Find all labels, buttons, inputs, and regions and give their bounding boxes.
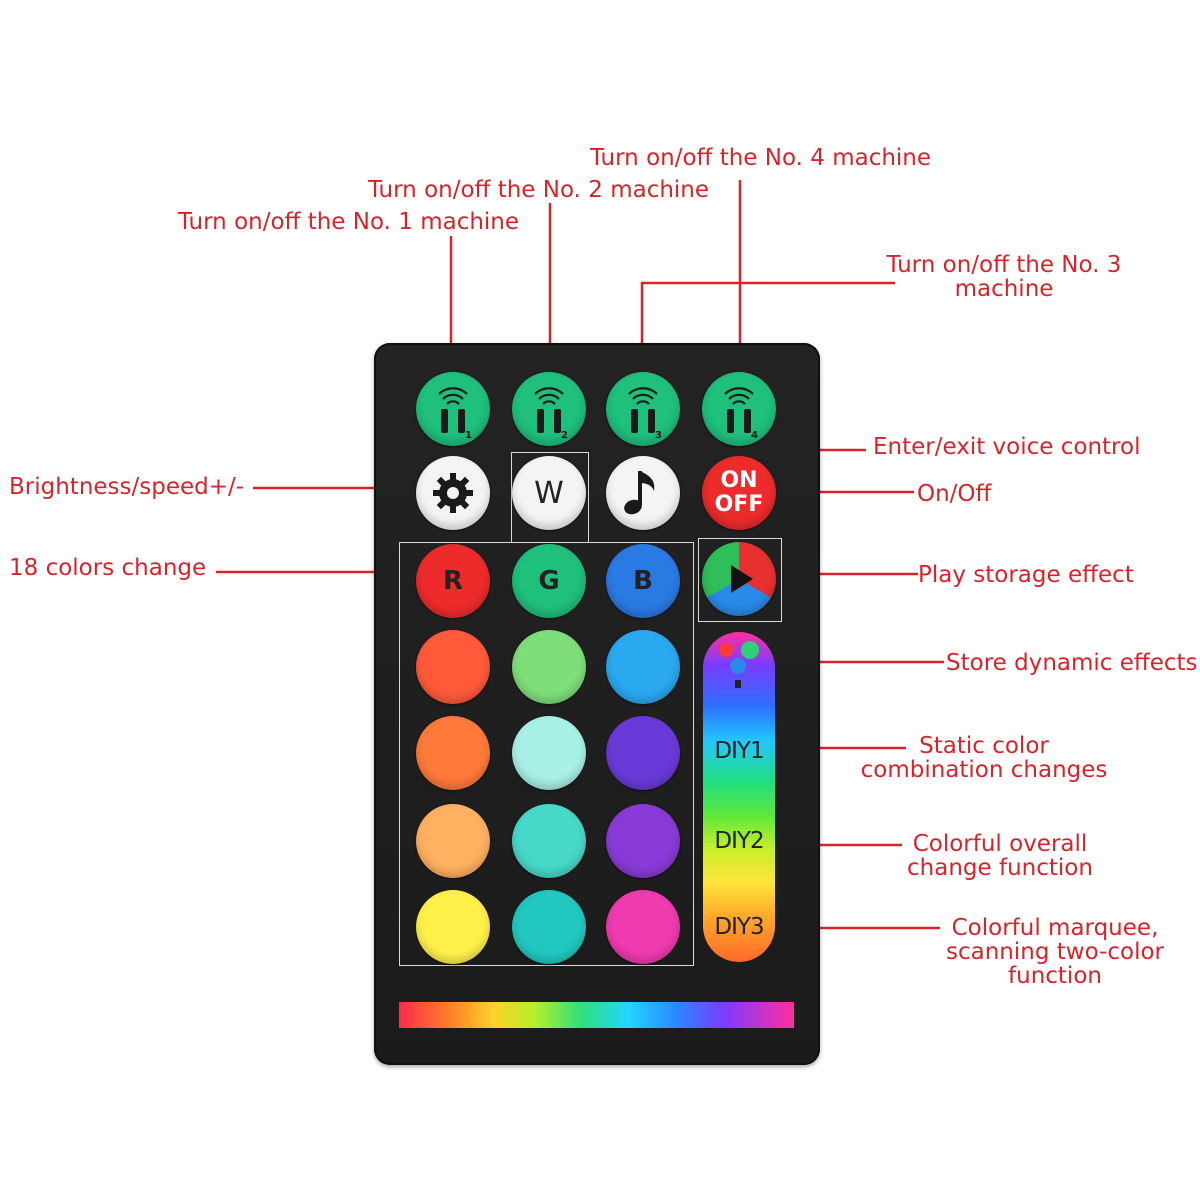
red-button[interactable]: R [416,544,490,618]
color-button[interactable] [606,804,680,878]
color-button[interactable] [512,890,586,964]
machine-2-button[interactable]: 2 [512,372,586,446]
white-button[interactable]: W [512,456,586,530]
color-button[interactable] [512,716,586,790]
color-button[interactable] [416,716,490,790]
music-note-icon [624,471,655,515]
color-button[interactable] [606,630,680,704]
label-diy3: Colorful marquee, scanning two-color fun… [940,916,1170,988]
brightness-speed-button[interactable] [416,456,490,530]
color-grid-outline [399,542,694,966]
color-button[interactable] [606,890,680,964]
label-diy2-line1: Colorful overall [912,831,1088,857]
color-button[interactable] [416,804,490,878]
label-diy2-line2: change function [907,855,1093,881]
play-icon [731,565,753,593]
label-onoff: On/Off [917,481,992,507]
machine-number: 1 [465,430,472,440]
machine-4-button[interactable]: 4 [702,372,776,446]
machine-number: 4 [751,430,758,440]
label-diy1-line2: combination changes [860,757,1108,783]
power-on-text: ON [720,468,758,493]
label-store: Store dynamic effects [946,650,1198,676]
play-storage-button[interactable] [702,542,776,616]
diy1-button[interactable]: DIY1 [714,738,764,764]
label-diy1: Static color combination changes [854,734,1114,782]
color-button[interactable] [512,804,586,878]
color-button[interactable] [512,630,586,704]
machine-icon: 4 [724,387,758,440]
machine-number: 2 [561,430,568,440]
label-machine3-line1: Turn on/off the No. 3 [886,252,1122,278]
w-button-outline [511,452,589,543]
label-voice: Enter/exit voice control [873,434,1141,460]
machine-3-button[interactable]: 3 [606,372,680,446]
gear-icon [433,473,473,513]
machine-1-button[interactable]: 1 [416,372,490,446]
label-diy2: Colorful overall change function [890,832,1110,880]
color-button[interactable] [416,890,490,964]
leader-machine3 [640,281,895,372]
store-dynamic-icon[interactable] [711,636,767,696]
green-button[interactable]: G [512,544,586,618]
rainbow-strip [399,1002,794,1028]
label-colors18: 18 colors change [9,555,207,581]
machine-icon: 2 [534,387,568,440]
color-button[interactable] [606,716,680,790]
label-diy1-line1: Static color [919,733,1049,759]
power-button[interactable]: ON OFF [702,456,776,530]
voice-control-button[interactable] [606,456,680,530]
diy3-button[interactable]: DIY3 [714,914,764,940]
power-off-text: OFF [714,492,764,517]
label-brightness: Brightness/speed+/- [9,474,245,500]
label-diy3-line1: Colorful marquee, [951,915,1159,941]
label-diy3-line2: scanning two-color [945,939,1165,965]
blue-button[interactable]: B [606,544,680,618]
label-diy3-line3: function [1008,963,1102,989]
color-button[interactable] [416,630,490,704]
label-machine2: Turn on/off the No. 2 machine [368,177,710,203]
label-machine3: Turn on/off the No. 3 machine [880,253,1128,301]
machine-number: 3 [655,430,662,440]
label-machine4: Turn on/off the No. 4 machine [590,145,932,171]
machine-icon: 1 [438,387,472,440]
play-button-outline [698,538,782,622]
diy2-button[interactable]: DIY2 [714,828,764,854]
machine-icon: 3 [628,387,662,440]
label-machine3-line2: machine [954,276,1054,302]
label-play: Play storage effect [918,562,1134,588]
label-machine1: Turn on/off the No. 1 machine [178,209,520,235]
